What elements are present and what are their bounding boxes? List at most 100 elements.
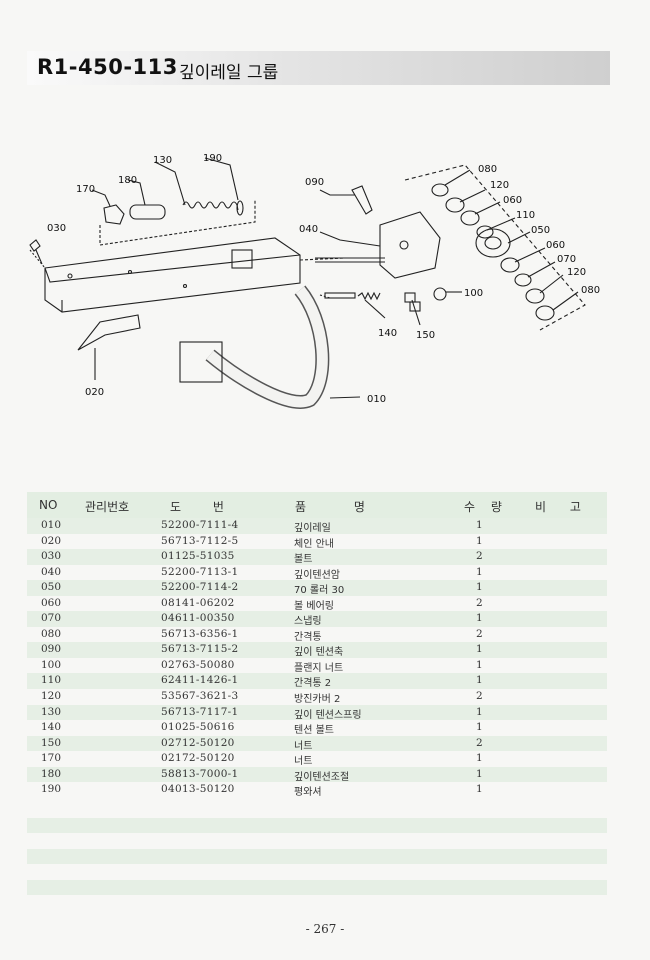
drawing-number: 52200-7114-2 [161, 581, 239, 594]
part-number: 120 [41, 690, 62, 703]
drawing-number: 02712-50120 [161, 736, 235, 749]
callout-070: 070 [557, 254, 576, 265]
part-number: 190 [41, 783, 62, 796]
callout-100: 100 [464, 288, 483, 299]
drawing-number: 58813-7000-1 [161, 767, 239, 780]
part-number: 110 [41, 674, 62, 687]
adjust-knob [103, 204, 125, 225]
part-number: 170 [41, 752, 62, 765]
header-part-name: 품 명 [295, 500, 387, 514]
part-name: 너트 [294, 756, 313, 768]
part-name: 깊이 텐션스프링 [294, 709, 362, 721]
drawing-number: 56713-6356-1 [161, 627, 239, 640]
empty-row [27, 849, 607, 864]
spacer-080b [535, 305, 555, 321]
quantity: 2 [476, 596, 483, 609]
quantity: 1 [476, 752, 483, 765]
part-number: 130 [41, 705, 62, 718]
callout-010: 010 [367, 394, 386, 405]
drawing-number: 01125-51035 [161, 550, 235, 563]
page-number: - 267 - [305, 922, 345, 936]
part-name: 텐션 볼트 [294, 725, 334, 737]
spacer-110 [476, 225, 494, 239]
callout-180: 180 [118, 175, 137, 186]
callout-120-bottom: 120 [567, 267, 586, 278]
table-row: 170 02172-50120 너트 1 [27, 751, 607, 767]
quantity: 1 [476, 581, 483, 594]
quantity: 1 [476, 612, 483, 625]
part-name: 너트 [294, 740, 313, 752]
snap-ring-070 [514, 273, 532, 287]
quantity: 1 [476, 519, 483, 531]
part-group-code: R1-450-113 [37, 55, 178, 79]
part-name: 70 롤러 30 [294, 585, 345, 597]
callout-190: 190 [203, 153, 222, 164]
part-name: 볼 베어링 [294, 600, 334, 612]
table-row: 070 04611-00350 스냅링 1 [27, 611, 607, 627]
part-name: 깊이 텐션축 [294, 647, 344, 659]
callout-130: 130 [153, 155, 172, 166]
flat-washer [236, 200, 244, 216]
part-number: 100 [41, 658, 62, 671]
part-group-name: 깊이레일 그룹 [179, 63, 279, 83]
quantity: 1 [476, 674, 483, 687]
part-name: 간격통 [294, 631, 322, 643]
part-name: 깊이레일 [294, 523, 331, 534]
bearing-060b [500, 257, 520, 273]
callout-060-top: 060 [503, 195, 522, 206]
part-number: 080 [41, 627, 62, 640]
drawing-number: 02763-50080 [161, 658, 235, 671]
spacer-080 [431, 183, 449, 197]
flange-nut [433, 287, 447, 301]
part-name: 간격통 2 [294, 678, 332, 690]
quantity: 2 [476, 736, 483, 749]
nut [404, 292, 416, 303]
drawing-number: 52200-7111-4 [161, 519, 239, 531]
header-remarks: 비 고 [535, 500, 591, 514]
callout-030: 030 [47, 223, 66, 234]
part-name: 스냅링 [294, 616, 322, 628]
callout-150: 150 [416, 330, 435, 341]
part-number: 020 [41, 534, 62, 547]
drawing-number: 08141-06202 [161, 596, 235, 609]
part-number: 040 [41, 565, 62, 578]
callout-040: 040 [299, 224, 318, 235]
table-header: NO 관리번호 도 번 품 명 수 량 비 고 [27, 492, 607, 518]
header-no: NO [39, 498, 58, 512]
exploded-parts-diagram: 130 190 180 170 030 090 040 080 120 060 … [29, 153, 600, 409]
part-number: 070 [41, 612, 62, 625]
roller-050 [475, 228, 511, 258]
drawing-number: 02172-50120 [161, 752, 235, 765]
dust-cover-120b [525, 288, 545, 304]
callout-140: 140 [378, 328, 397, 339]
drawing-number: 53567-3621-3 [161, 690, 239, 703]
adjust-sleeve [129, 204, 166, 220]
part-name: 평와셔 [294, 787, 322, 799]
drawing-number: 04611-00350 [161, 612, 235, 625]
tension-bolt [324, 292, 356, 299]
drawing-number: 56713-7115-2 [161, 643, 239, 656]
dust-cover-120 [445, 197, 465, 213]
drawing-number: 01025-50616 [161, 721, 235, 734]
callout-110: 110 [516, 210, 535, 221]
part-name: 깊이텐션조절 [294, 771, 350, 783]
callout-060-bottom: 060 [546, 240, 565, 251]
title-bar: R1-450-113 깊이레일 그룹 [27, 51, 610, 85]
callout-120-top: 120 [490, 180, 509, 191]
quantity: 1 [476, 534, 483, 547]
tension-spring [182, 201, 239, 211]
